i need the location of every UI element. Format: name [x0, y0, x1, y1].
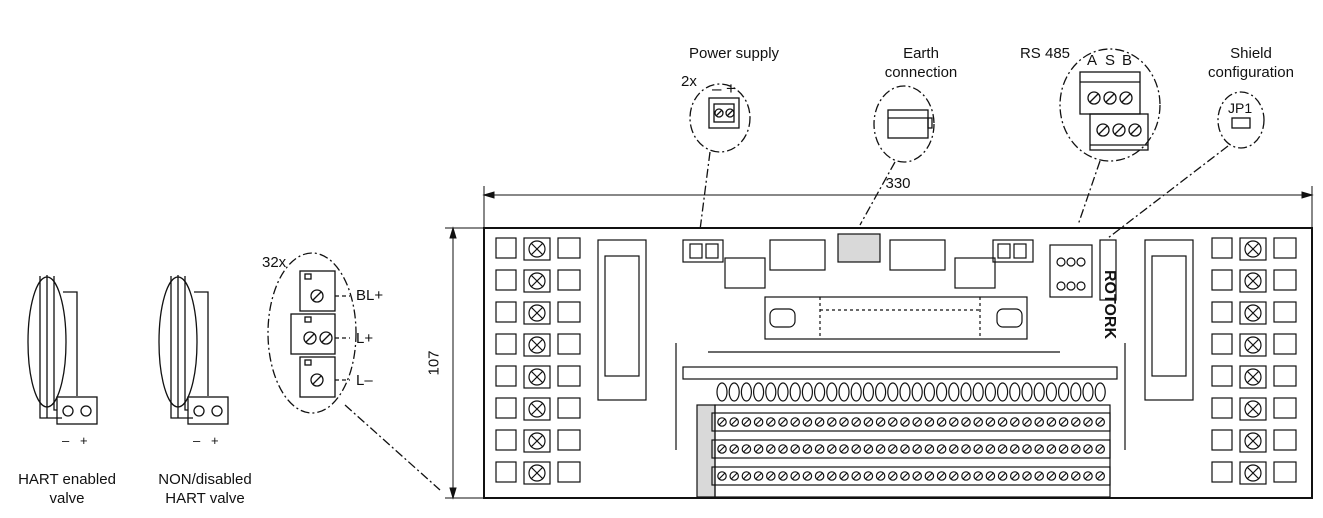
terminal-bl-plus-label: BL+	[356, 287, 384, 304]
power-minus-label: –	[712, 79, 722, 98]
rs485-callout-drawing	[1059, 48, 1161, 226]
non-hart-valve-label-line2: HART valve	[165, 490, 245, 507]
power-supply-count: 2x	[681, 73, 697, 90]
hart-plus-label: +	[80, 433, 88, 448]
rs485-b-label: B	[1122, 52, 1133, 69]
dimension-lines	[445, 186, 1314, 500]
non-hart-valve-drawing	[158, 275, 229, 425]
non-hart-minus-label: –	[193, 433, 201, 448]
non-hart-valve-label-line1: NON/disabled	[158, 471, 252, 488]
earth-label-line1: Earth	[903, 45, 939, 62]
terminal-l-minus-label: L–	[356, 372, 373, 389]
shield-label-line1: Shield	[1230, 45, 1272, 62]
rs485-a-label: A	[1087, 52, 1098, 69]
pcb-board	[483, 227, 1313, 499]
board-width-dimension: 330	[885, 175, 911, 192]
earth-label-line2: connection	[884, 64, 958, 81]
rs485-title: RS 485	[1019, 45, 1071, 62]
rs485-s-label: S	[1105, 52, 1116, 69]
terminal-detail-count: 32x	[262, 254, 287, 271]
earth-callout-drawing	[859, 85, 935, 226]
power-supply-title: Power supply	[688, 45, 780, 62]
shield-jumper-label: JP1	[1228, 100, 1253, 116]
non-hart-plus-label: +	[211, 433, 219, 448]
board-brand: ROTORK	[1101, 270, 1118, 340]
power-plus-label: +	[726, 79, 736, 98]
hart-valve-drawing	[27, 275, 98, 425]
power-supply-callout-drawing	[689, 83, 751, 231]
hart-minus-label: –	[62, 433, 70, 448]
shield-callout-drawing	[1107, 91, 1265, 239]
hart-valve-label-line2: valve	[49, 490, 85, 507]
terminal-detail-drawing	[267, 252, 441, 491]
shield-label-line2: configuration	[1208, 64, 1294, 81]
board-height-dimension: 107	[425, 350, 443, 376]
terminal-l-plus-label: L+	[356, 330, 374, 347]
hart-valve-label-line1: HART enabled	[18, 471, 116, 488]
